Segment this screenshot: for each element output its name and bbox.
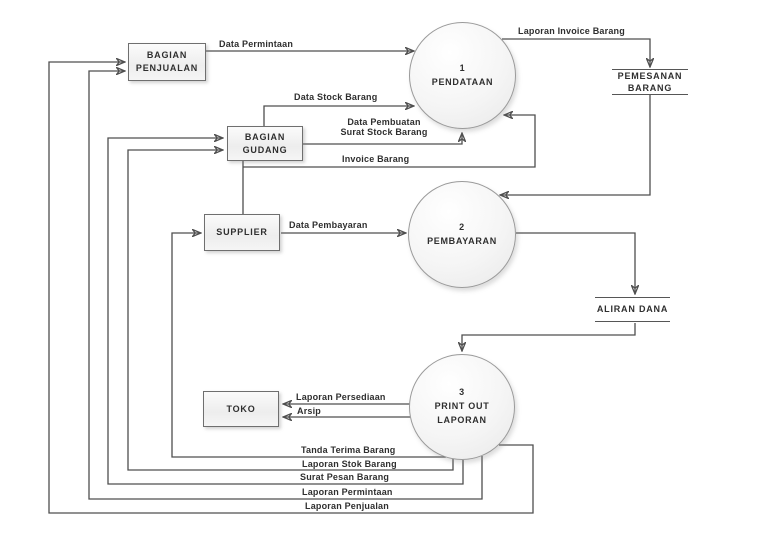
process-label: PRINT OUT — [434, 401, 490, 412]
flow-line-aliran-dana-to-print-out — [462, 323, 636, 351]
flow-label-tanda-terima-barang: Tanda Terima Barang — [301, 445, 396, 455]
flow-line-pembayaran-to-aliran-dana — [516, 232, 635, 294]
process-number: 1 — [459, 62, 466, 73]
flow-line-surat-pesan-barang — [107, 138, 464, 485]
process-3-print-out-laporan: 3 PRINT OUT LAPORAN — [409, 354, 515, 460]
process-label: PEMBAYARAN — [427, 235, 497, 246]
flow-label-laporan-invoice-barang: Laporan Invoice Barang — [518, 26, 625, 36]
process-2-pembayaran: 2 PEMBAYARAN — [408, 181, 516, 288]
entity-supplier: SUPPLIER — [204, 214, 280, 251]
process-label: PENDATAAN — [431, 76, 494, 87]
process-label: LAPORAN — [437, 414, 487, 425]
entity-bagian-penjualan: BAGIAN PENJUALAN — [128, 43, 206, 81]
process-1-pendataan: 1 PENDATAAN — [409, 22, 516, 129]
flow-line-invoice-barang — [243, 115, 536, 168]
flow-label-invoice-barang: Invoice Barang — [342, 154, 410, 164]
flow-label-arsip: Arsip — [297, 406, 322, 416]
entity-label: GUDANG — [242, 144, 288, 155]
flow-label-laporan-penjualan: Laporan Penjualan — [305, 501, 389, 511]
flow-line-data-pembuatan-surat-stock-barang — [303, 133, 462, 145]
datastore-label: BARANG — [627, 83, 673, 93]
datastore-label: ALIRAN DANA — [596, 304, 669, 315]
flow-label-data-permintaan: Data Permintaan — [219, 39, 294, 49]
flow-label-line: Data Pembuatan — [347, 117, 421, 127]
process-number: 3 — [459, 387, 465, 398]
flow-line-laporan-invoice-barang — [502, 38, 650, 67]
flow-line-pemesanan-to-pembayaran — [500, 95, 651, 195]
datastore-pemesanan-barang: PEMESANAN BARANG — [612, 69, 688, 95]
flow-label-data-stock-barang: Data Stock Barang — [294, 92, 378, 102]
flow-label-laporan-permintaan: Laporan Permintaan — [302, 487, 393, 497]
flow-label-line: Surat Stock Barang — [340, 127, 428, 137]
entity-label: PENJUALAN — [135, 63, 199, 73]
datastore-aliran-dana: ALIRAN DANA — [595, 297, 670, 322]
flow-line-tanda-terima-barang — [171, 233, 446, 458]
flow-label-surat-pesan-barang: Surat Pesan Barang — [300, 472, 390, 482]
flow-label-laporan-stok-barang: Laporan Stok Barang — [302, 459, 397, 469]
entity-toko: TOKO — [203, 391, 279, 427]
entity-bagian-gudang: BAGIAN GUDANG — [227, 126, 303, 161]
datastore-label: PEMESANAN — [617, 70, 683, 81]
entity-label: BAGIAN — [146, 50, 188, 61]
flow-label-data-pembayaran: Data Pembayaran — [289, 220, 368, 230]
process-number: 2 — [459, 221, 465, 232]
flow-label-laporan-persediaan: Laporan Persediaan — [296, 392, 386, 402]
entity-label: BAGIAN — [244, 131, 286, 142]
entity-label: TOKO — [226, 403, 256, 414]
flow-line-laporan-permintaan — [88, 71, 483, 500]
flow-line-laporan-stok-barang — [127, 150, 454, 471]
entity-label: SUPPLIER — [216, 227, 268, 238]
flow-line-data-stock-barang — [263, 106, 414, 127]
flow-line-laporan-penjualan — [48, 62, 534, 514]
flow-label-data-pembuatan-surat-stock-barang: Data Pembuatan Surat Stock Barang — [333, 117, 435, 137]
